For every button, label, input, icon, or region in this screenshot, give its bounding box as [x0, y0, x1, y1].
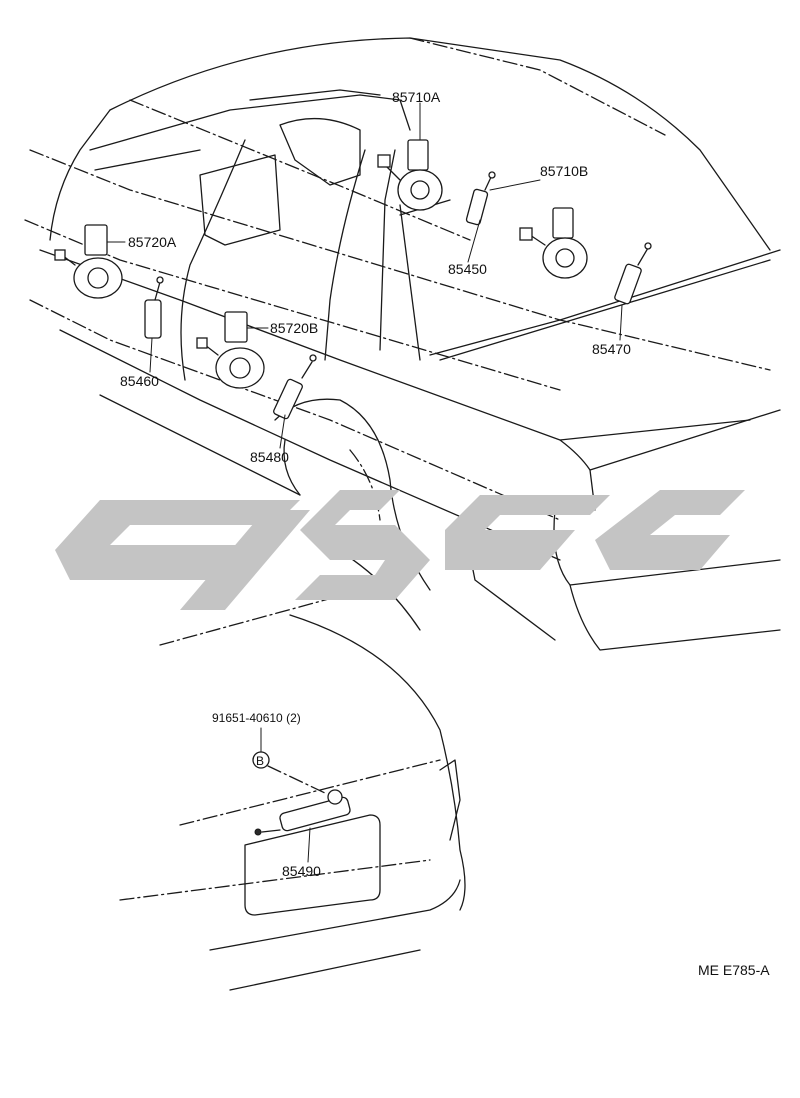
diagram-code: ME E785-A: [698, 962, 770, 978]
actuator-85490: [254, 789, 351, 836]
leader-lines: [106, 102, 623, 863]
actuator-85480: [273, 354, 317, 420]
motor-85720a: [54, 224, 123, 299]
car-body-lower: [119, 539, 466, 991]
label-85710a: 85710A: [392, 89, 441, 105]
actuator-85460: [144, 276, 164, 339]
motor-85710a: [377, 139, 443, 211]
bolt-marker: [252, 751, 326, 794]
label-85450: 85450: [448, 261, 487, 277]
motor-85710b: [519, 207, 588, 279]
watermark-logo: [55, 490, 745, 610]
label-85720b: 85720B: [270, 320, 318, 336]
actuator-85450: [465, 171, 496, 226]
label-85470: 85470: [592, 341, 631, 357]
label-bolt: 91651-40610 (2): [212, 711, 301, 725]
label-marker-b: B: [256, 754, 264, 768]
label-85720a: 85720A: [128, 234, 177, 250]
label-85480: 85480: [250, 449, 289, 465]
motor-85720b: [196, 311, 265, 389]
actuator-85470: [614, 242, 652, 305]
label-85460: 85460: [120, 373, 159, 389]
label-85710b: 85710B: [540, 163, 588, 179]
label-85490: 85490: [282, 863, 321, 879]
